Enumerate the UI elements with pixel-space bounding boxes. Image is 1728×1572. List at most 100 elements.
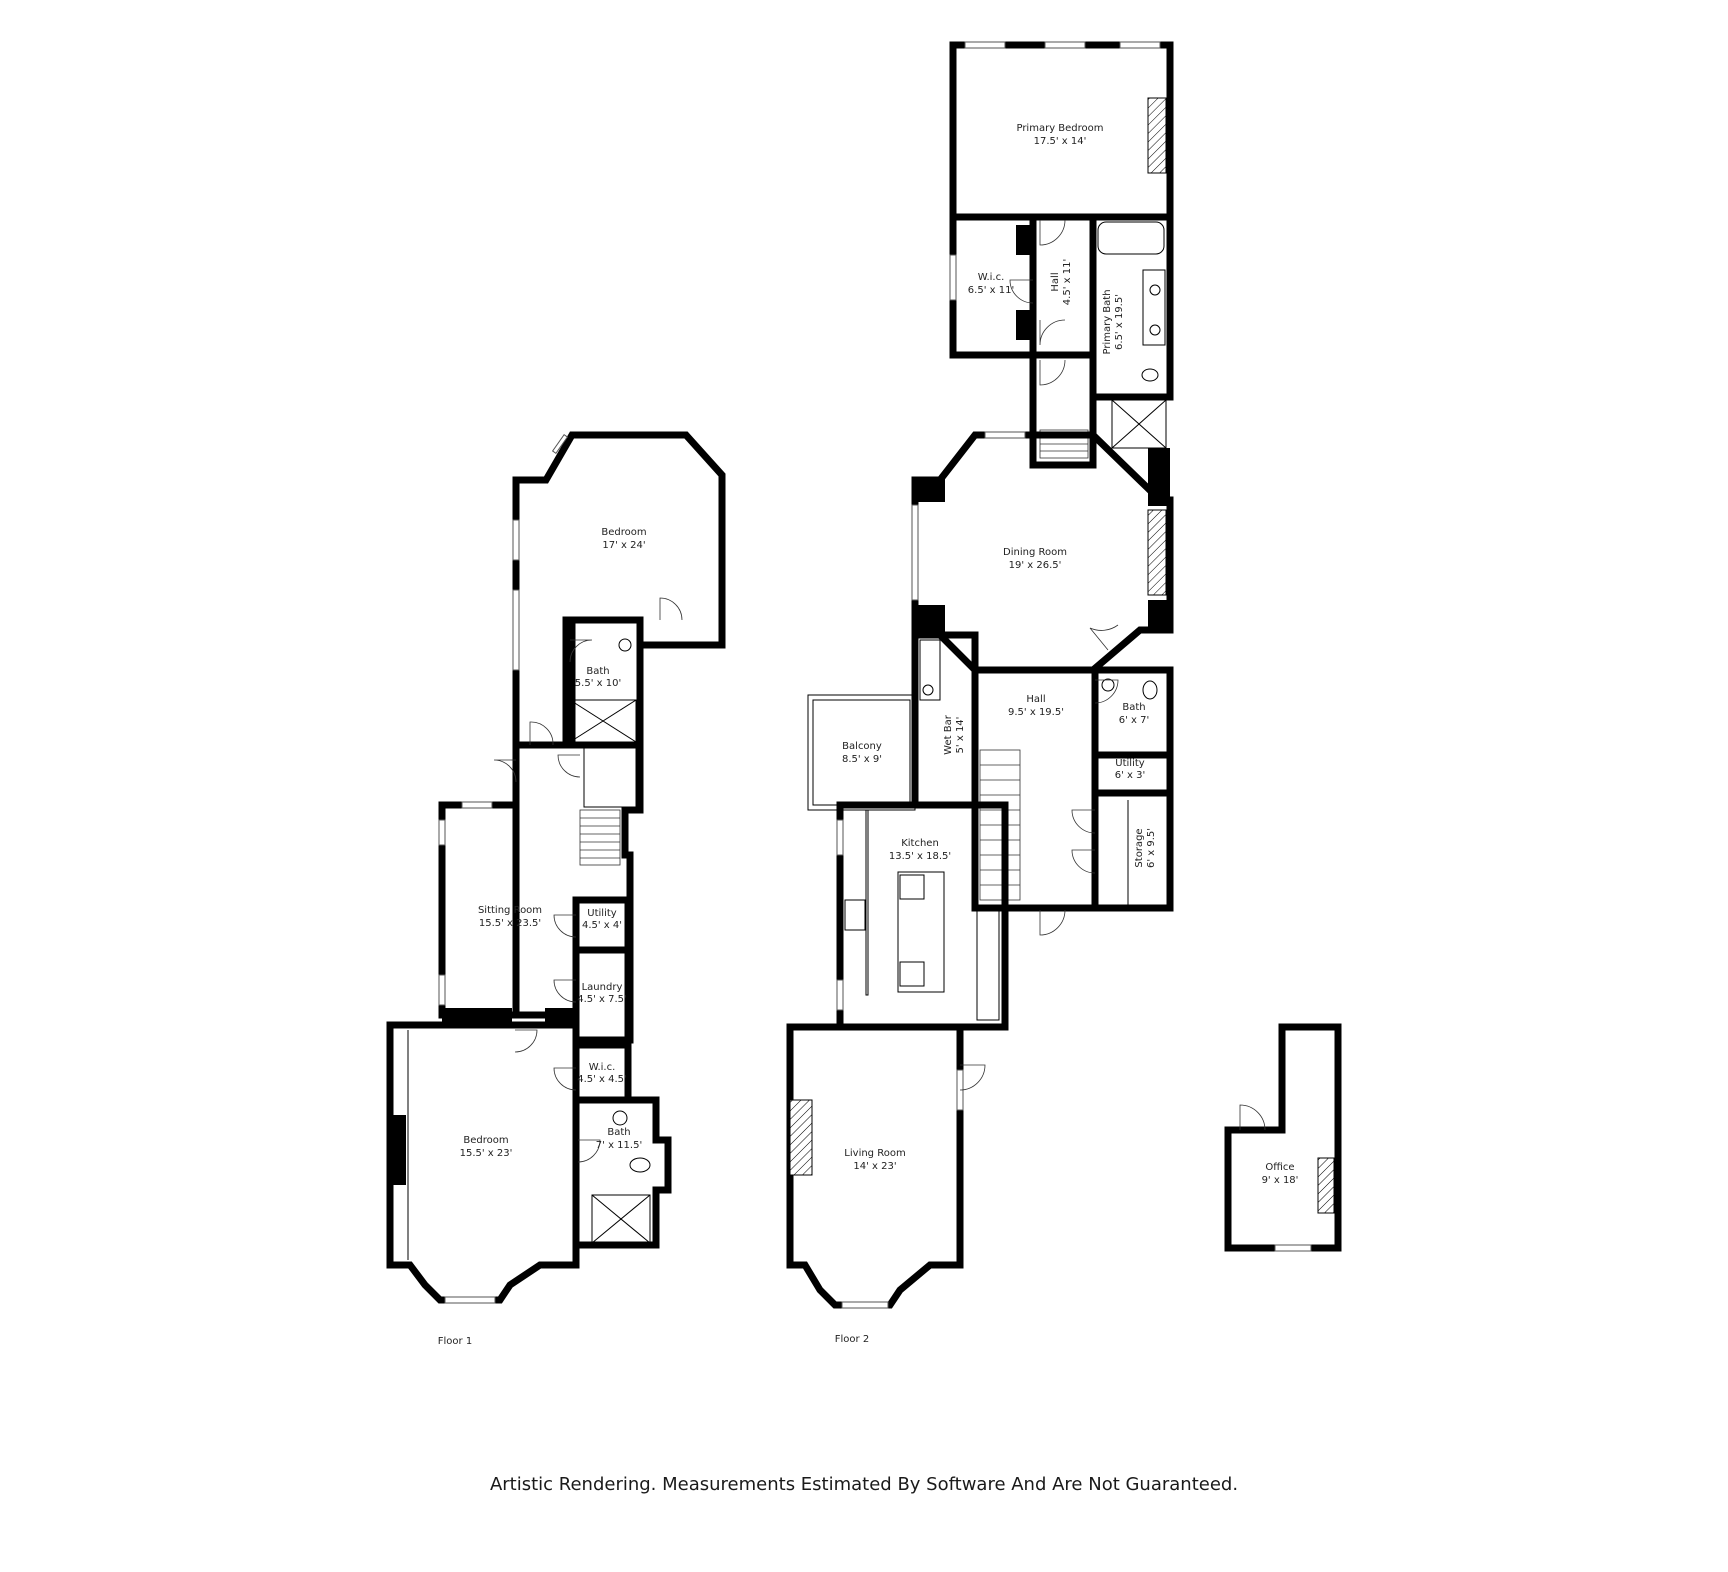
room-dim: 5.5' x 10' [575, 678, 621, 689]
room-name: Kitchen [901, 838, 939, 849]
door-f2-9 [1039, 909, 1066, 936]
hall-main-walls [971, 666, 1099, 912]
room-dim: 6' x 3' [1115, 770, 1146, 781]
window-f2-8 [836, 979, 844, 1011]
window-f2-2 [1044, 41, 1086, 49]
door-f2-1 [1039, 219, 1066, 246]
living-room-walls [786, 1023, 964, 1309]
door-f2-3 [1039, 319, 1066, 346]
room-name: Primary Bath [1102, 289, 1113, 354]
room-dim: 6.5' x 11' [968, 285, 1014, 296]
door-f1-6 [553, 914, 577, 938]
floor-label: Floor 1 [438, 1336, 472, 1347]
wall-block-b [545, 1008, 576, 1024]
door-f1-9 [553, 1067, 577, 1091]
vanity [1142, 269, 1166, 346]
room-dim: 7' x 11.5' [596, 1140, 642, 1151]
disclaimer-text: Artistic Rendering. Measurements Estimat… [489, 1474, 1239, 1495]
room-name: Bath [586, 666, 609, 677]
room-name: Utility [1115, 758, 1144, 769]
room-name: Bath [1122, 702, 1145, 713]
room-name: Office [1265, 1162, 1294, 1173]
room-dim: 4.5' x 4' [582, 920, 622, 931]
room-name: Bath [607, 1127, 630, 1138]
window-f2-3 [1119, 41, 1161, 49]
room-name: Utility [587, 908, 616, 919]
stairs-floor1 [579, 809, 621, 866]
window-f2-9 [841, 1301, 889, 1309]
door-f1-8 [514, 1029, 538, 1053]
room-name: Hall [1050, 272, 1061, 291]
sink-b [612, 1110, 628, 1126]
kitchen-counter [976, 904, 1000, 1021]
room-name: W.i.c. [589, 1062, 616, 1073]
closet-a [583, 744, 637, 808]
door-f1-10 [577, 1139, 601, 1163]
door-f2-4 [1039, 359, 1066, 386]
room-dim: 13.5' x 18.5' [889, 851, 951, 862]
wall-pillar-2 [915, 605, 945, 635]
room-name: Hall [1026, 694, 1045, 705]
storage-walls [1091, 789, 1174, 912]
window-f1-5 [438, 819, 446, 846]
fireplace-block-a [390, 1115, 406, 1185]
room-name: Wet Bar [943, 714, 954, 755]
room-dim: 6' x 9.5' [1146, 828, 1157, 868]
door-f2-5 [1089, 624, 1119, 651]
door-f1-1 [659, 597, 683, 621]
bedroom-lower-walls [386, 1021, 580, 1304]
room-dim: 4.5' x 7.5' [577, 994, 627, 1005]
room-dim: 8.5' x 9' [842, 754, 882, 765]
toilet-b [629, 1157, 651, 1173]
door-f1-5 [557, 754, 581, 778]
primary-bath-walls [1089, 213, 1174, 401]
room-name: Laundry [582, 982, 623, 993]
room-dim: 9.5' x 19.5' [1008, 707, 1064, 718]
bathtub [1097, 221, 1165, 255]
shower-c [1111, 399, 1167, 449]
room-name: Balcony [842, 741, 882, 752]
sink-a [618, 638, 632, 652]
door-f2-7 [1071, 809, 1096, 834]
door-f2-6 [1094, 679, 1119, 704]
balcony-outline [807, 694, 916, 811]
room-name: W.i.c. [978, 272, 1005, 283]
room-dim: 5' x 14' [955, 717, 966, 754]
floor-label: Floor 2 [835, 1334, 869, 1345]
wic-block-1 [1016, 225, 1030, 255]
fireplace-b [1147, 97, 1167, 174]
wall-pillar-3 [1148, 448, 1170, 506]
stairs-floor2-main [979, 749, 1021, 901]
wall-block-a [442, 1008, 512, 1024]
office-plan [1224, 1023, 1342, 1252]
room-dim: 6' x 7' [1119, 715, 1150, 726]
door-f1-3 [529, 721, 554, 746]
room-name: Bedroom [601, 527, 646, 538]
kitchen-island [897, 871, 945, 993]
room-name: Primary Bedroom [1016, 123, 1103, 134]
window-f3-1 [1274, 1244, 1312, 1252]
room-name: Living Room [844, 1148, 905, 1159]
window-f1-7 [444, 1296, 496, 1304]
wall-pillar-4 [1148, 600, 1170, 628]
door-f2-2 [1009, 279, 1034, 304]
fireplace-c [1147, 509, 1167, 596]
door-f1-4 [493, 759, 517, 783]
window-f1-1 [551, 433, 569, 455]
window-f2-1 [964, 41, 1006, 49]
door-f3-1 [1239, 1104, 1266, 1131]
door-f1-2 [569, 639, 593, 663]
room-dim: 4.5' x 11' [1062, 259, 1073, 305]
office-walls [1224, 1023, 1342, 1252]
fireplace-d [789, 1099, 813, 1176]
room-name: Bedroom [463, 1135, 508, 1146]
floor1-plan [386, 431, 726, 1304]
room-dim: 4.5' x 4.5' [577, 1074, 627, 1085]
window-f2-6 [984, 431, 1026, 439]
door-f1-7 [553, 979, 577, 1003]
room-dim: 17' x 24' [602, 540, 645, 551]
fireplace-e [1317, 1157, 1335, 1214]
toilet-c [1141, 368, 1159, 382]
room-dim: 19' x 26.5' [1009, 560, 1062, 571]
